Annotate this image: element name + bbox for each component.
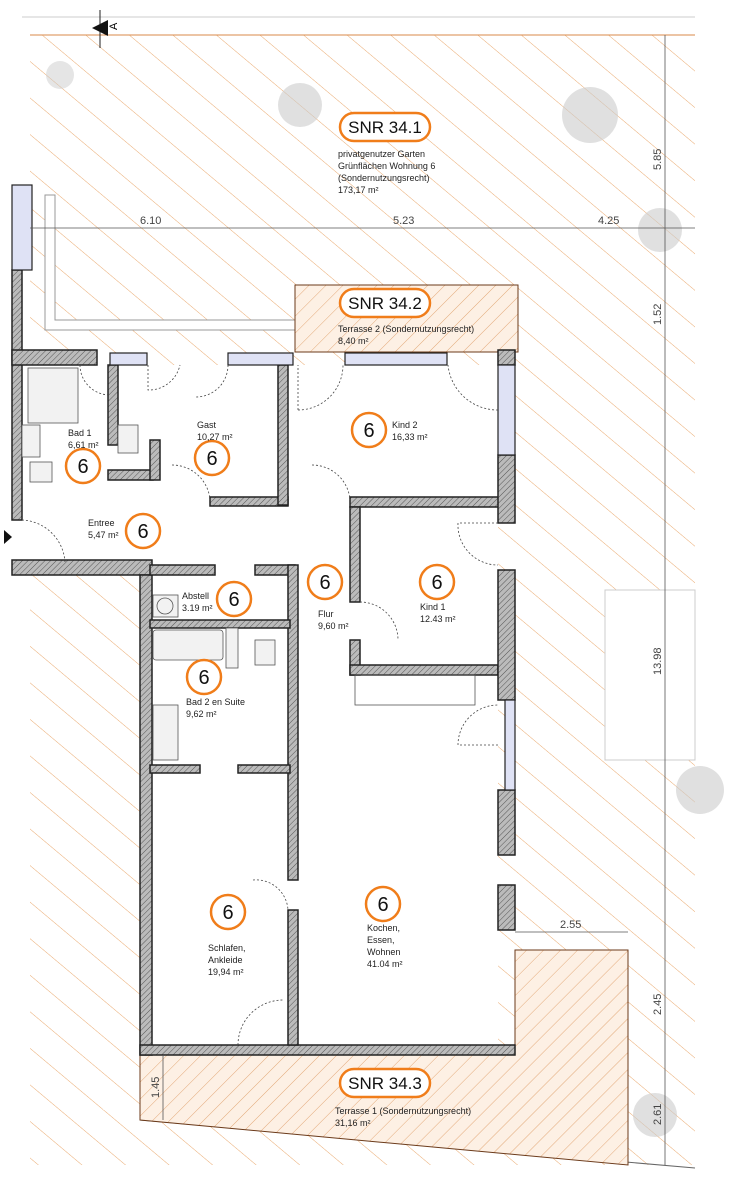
svg-text:8,40 m²: 8,40 m²: [338, 336, 369, 346]
dimension-label: 6.10: [140, 215, 161, 227]
room-area: 19,94 m²: [208, 967, 244, 977]
svg-text:A: A: [108, 22, 120, 30]
svg-text:SNR 34.3: SNR 34.3: [348, 1074, 422, 1093]
svg-text:(Sondernutzungsrecht): (Sondernutzungsrecht): [338, 173, 430, 183]
room-name: Kind 2: [392, 420, 418, 430]
room-name: Abstell: [182, 591, 209, 601]
dimension-label: 2.61: [652, 1104, 664, 1125]
unit-number: 6: [77, 456, 88, 478]
room-area: 5,47 m²: [88, 530, 119, 540]
unit-number: 6: [228, 589, 239, 611]
room-area: 10,27 m²: [197, 432, 233, 442]
unit-number: 6: [198, 667, 209, 689]
dimension-label: 2.55: [560, 919, 581, 931]
fixtures: [21, 367, 476, 761]
room-name: Entree: [88, 518, 115, 528]
svg-text:SNR 34.2: SNR 34.2: [348, 294, 422, 313]
room-area: 41.04 m²: [367, 959, 403, 969]
entrance-arrow-icon: [4, 530, 12, 544]
room-name: Schlafen,: [208, 943, 246, 953]
svg-text:SNR 34.1: SNR 34.1: [348, 118, 422, 137]
windows: [11, 184, 516, 791]
room-name: Ankleide: [208, 955, 243, 965]
room-name: Kind 1: [420, 602, 446, 612]
unit-number-badge: [306, 563, 344, 601]
room-name: Bad 2 en Suite: [186, 697, 245, 707]
unit-number-badge: [64, 447, 102, 485]
room-name: Gast: [197, 420, 217, 430]
room-label: 6 Bad 1 6,61 m²: [64, 428, 102, 485]
unit-number-badge: [124, 512, 162, 550]
room-name: Essen,: [367, 935, 395, 945]
dimension-label: 2.45: [652, 994, 664, 1015]
svg-text:173,17 m²: 173,17 m²: [338, 185, 379, 195]
unit-number: 6: [377, 894, 388, 916]
dimension-label: 1.52: [652, 304, 664, 325]
svg-text:Grünflächen Wohnung 6: Grünflächen Wohnung 6: [338, 161, 435, 171]
room-label: 6 Abstell 3.19 m²: [182, 580, 253, 618]
unit-number-badge: [185, 658, 223, 696]
room-area: 12.43 m²: [420, 614, 456, 624]
unit-number: 6: [363, 420, 374, 442]
room-label: 6 Entree 5,47 m²: [88, 512, 162, 550]
dimension-label: 5.23: [393, 215, 414, 227]
room-area: 9,62 m²: [186, 709, 217, 719]
svg-text:Terrasse 1 (Sondernutzungsrech: Terrasse 1 (Sondernutzungsrecht): [335, 1106, 471, 1116]
unit-number-badge: [193, 439, 231, 477]
unit-number-badge: [209, 893, 247, 931]
unit-number: 6: [222, 902, 233, 924]
dimension-label: 4.25: [598, 215, 619, 227]
room-name: Kochen,: [367, 923, 400, 933]
room-name: Wohnen: [367, 947, 400, 957]
dimension-lines: 6.10 5.23 4.25 5.85 1.52 13.98 2.55 2.45…: [30, 35, 695, 1165]
room-name: Bad 1: [68, 428, 92, 438]
walls: [11, 269, 516, 1056]
dimension-label: 13.98: [652, 647, 664, 675]
unit-number: 6: [137, 521, 148, 543]
tree-icon: [46, 61, 724, 1137]
unit-number-badge: [215, 580, 253, 618]
room-area: 3.19 m²: [182, 603, 213, 613]
room-area: 6,61 m²: [68, 440, 99, 450]
snr-34-3-label: SNR 34.3 Terrasse 1 (Sondernutzungsrecht…: [335, 1067, 471, 1128]
unit-number: 6: [206, 448, 217, 470]
svg-text:privatgenutzer Garten: privatgenutzer Garten: [338, 149, 425, 159]
svg-text:31,16 m²: 31,16 m²: [335, 1118, 371, 1128]
room-label: 6 Gast 10,27 m²: [193, 420, 233, 477]
snr-34-2-label: SNR 34.2 Terrasse 2 (Sondernutzungsrecht…: [338, 287, 474, 346]
room-area: 9,60 m²: [318, 621, 349, 631]
svg-text:Terrasse 2 (Sondernutzungsrech: Terrasse 2 (Sondernutzungsrecht): [338, 324, 474, 334]
dimension-label: 1.45: [150, 1077, 162, 1098]
room-area: 16,33 m²: [392, 432, 428, 442]
unit-number: 6: [319, 572, 330, 594]
unit-number-badge: [350, 411, 388, 449]
snr-34-1-label: SNR 34.1 privatgenutzer Garten Grünfläch…: [338, 111, 435, 195]
section-marker: A: [92, 10, 120, 48]
room-name: Flur: [318, 609, 334, 619]
unit-number: 6: [431, 572, 442, 594]
room-label: 6 Kind 2 16,33 m²: [350, 411, 428, 449]
unit-number-badge: [418, 563, 456, 601]
unit-number-badge: [364, 885, 402, 923]
door-swings: [21, 364, 499, 1046]
dimension-label: 5.85: [652, 149, 664, 170]
